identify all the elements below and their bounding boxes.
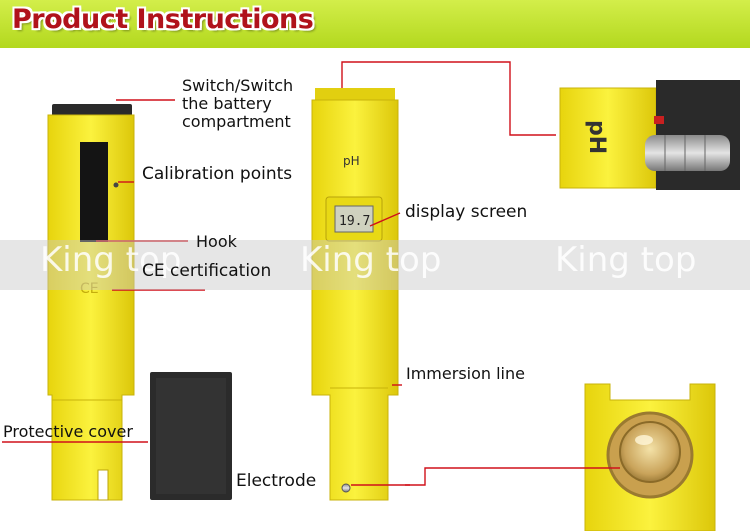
battery-photo-body: [559, 87, 657, 189]
label-immersion-line: Immersion line: [406, 364, 525, 383]
label-switch-line3: compartment: [182, 112, 291, 131]
left-pen-body: [47, 114, 135, 501]
battery-photo: pH: [559, 80, 740, 190]
label-protective-cover: Protective cover: [3, 422, 133, 441]
button-cells: [645, 135, 730, 171]
ce-mark: CE: [80, 281, 99, 297]
electrode-photo: [584, 383, 716, 531]
pen-cap-top: [52, 104, 132, 116]
leader-lines: [2, 61, 620, 486]
watermark-1: King top: [40, 240, 182, 280]
battery-ph-mark: pH: [584, 120, 609, 154]
label-display-screen: display screen: [405, 202, 528, 222]
watermark-3: King top: [555, 240, 697, 280]
left-pen: CE: [47, 104, 135, 501]
page-title: Product Instructions: [12, 4, 314, 35]
electrode-bulb: [619, 421, 681, 483]
middle-pen: pH 19.7: [311, 88, 399, 501]
label-switch-line1: Switch/Switch: [182, 76, 294, 95]
label-switch-line2: the battery: [182, 94, 272, 113]
lcd-reading: 19.7: [339, 214, 370, 229]
battery-window: [80, 142, 108, 242]
lcd-screen: [334, 205, 374, 233]
calibration-point: [113, 182, 119, 188]
ph-mark: pH: [343, 154, 360, 168]
watermark-2: King top: [300, 240, 442, 280]
header-bar: [0, 0, 750, 48]
label-hook: Hook: [196, 232, 237, 251]
label-ce: CE certification: [142, 261, 272, 281]
label-electrode: Electrode: [236, 471, 317, 491]
label-calibration: Calibration points: [142, 164, 293, 184]
watermark-band: [0, 240, 750, 290]
protective-cover-face: [156, 378, 226, 494]
electrode-tip: [341, 483, 351, 493]
